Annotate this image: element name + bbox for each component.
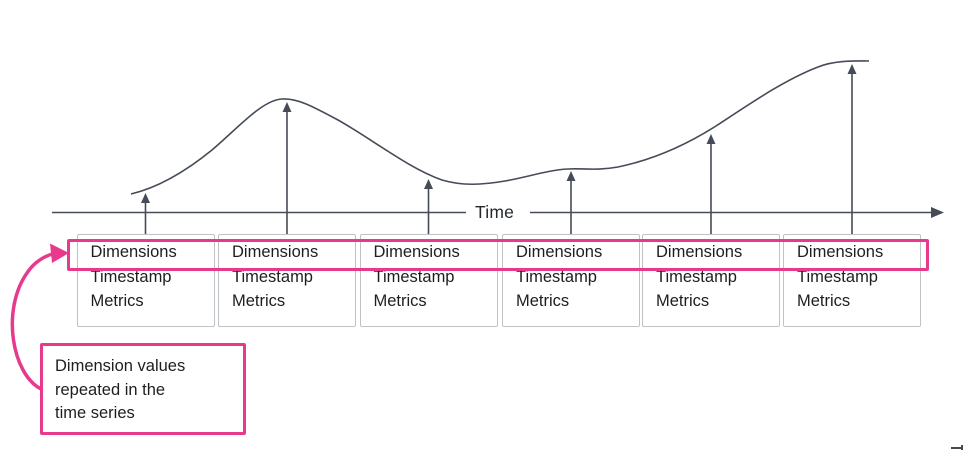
record-metrics-label: Metrics bbox=[797, 292, 851, 310]
time-axis-label: Time bbox=[471, 202, 519, 223]
record-metrics-label: Metrics bbox=[656, 292, 710, 310]
record-metrics-label: Metrics bbox=[90, 292, 144, 310]
value-arrowhead-icon bbox=[141, 193, 150, 203]
dimensions-highlight-rect bbox=[67, 239, 929, 271]
axis-arrowhead-icon bbox=[931, 207, 944, 218]
annotation-text-line: time series bbox=[55, 404, 135, 422]
record-dimensions-label: Dimensions bbox=[90, 243, 177, 261]
record-dimensions-label: Dimensions bbox=[797, 243, 884, 261]
record-dimensions-label: Dimensions bbox=[373, 243, 460, 261]
value-arrow bbox=[847, 64, 857, 237]
record-dimensions-label: Dimensions bbox=[232, 243, 319, 261]
record-timestamp-label: Timestamp bbox=[656, 267, 737, 286]
record-dimensions-label: Dimensions bbox=[516, 243, 603, 261]
value-arrow bbox=[424, 179, 433, 237]
record-metrics-label: Metrics bbox=[232, 292, 286, 310]
record-metrics-label: Metrics bbox=[516, 292, 570, 310]
value-arrow bbox=[282, 102, 292, 237]
record-box: Dimensions Timestamp Metrics bbox=[783, 234, 921, 327]
record-timestamp-label: Timestamp bbox=[232, 267, 313, 286]
record-box: Dimensions Timestamp Metrics bbox=[359, 234, 498, 327]
record-timestamp-label: Timestamp bbox=[90, 267, 172, 286]
value-arrowhead-icon bbox=[847, 64, 857, 74]
annotation-text-line: repeated in the bbox=[55, 380, 166, 399]
callout-arrow bbox=[10, 243, 69, 391]
record-box: Dimensions Timestamp Metrics bbox=[218, 234, 356, 327]
sample-arrows bbox=[141, 64, 857, 237]
value-arrow bbox=[566, 171, 576, 237]
cropped-artifact bbox=[951, 445, 964, 450]
value-arrow bbox=[706, 134, 716, 237]
record-timestamp-label: Timestamp bbox=[373, 267, 455, 286]
record-dimensions-label: Dimensions bbox=[656, 243, 743, 261]
record-metrics-label: Metrics bbox=[373, 292, 427, 310]
time-series-curve bbox=[130, 60, 870, 195]
annotation-text-line: Dimension values bbox=[55, 357, 186, 375]
value-arrowhead-icon bbox=[424, 179, 433, 189]
record-box: Dimensions Timestamp Metrics bbox=[642, 234, 780, 327]
record-timestamp-label: Timestamp bbox=[797, 267, 878, 286]
record-box: Dimensions Timestamp Metrics bbox=[502, 234, 640, 327]
annotation-box: Dimension values repeated in the time se… bbox=[40, 343, 246, 435]
record-timestamp-label: Timestamp bbox=[516, 267, 597, 286]
callout-arrowhead-icon bbox=[50, 243, 69, 263]
value-arrowhead-icon bbox=[282, 102, 292, 112]
value-arrowhead-icon bbox=[706, 134, 716, 144]
value-arrowhead-icon bbox=[566, 171, 576, 181]
record-box: Dimensions Timestamp Metrics bbox=[76, 234, 215, 327]
value-arrow bbox=[141, 193, 150, 237]
